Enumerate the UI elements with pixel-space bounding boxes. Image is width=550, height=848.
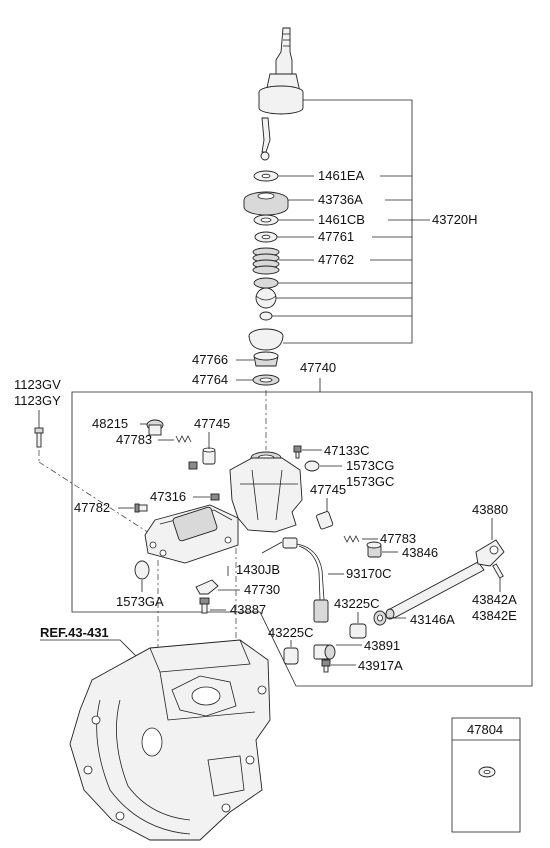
label-47133C: 47133C: [324, 443, 370, 458]
bushing-icon: [253, 351, 279, 367]
bushing-icon: [349, 623, 367, 639]
label-47783-left: 47783: [116, 432, 152, 447]
label-47316: 47316: [150, 489, 186, 504]
ball-socket-icon: [253, 277, 279, 321]
bushing-icon: [304, 460, 320, 472]
bolt-icon: [321, 659, 331, 673]
shift-lever-icon: [265, 27, 301, 93]
washer-icon: [252, 374, 280, 386]
label-1430JB: 1430JB: [236, 562, 280, 577]
label-1461EA: 1461EA: [318, 168, 365, 183]
label-47804: 47804: [467, 722, 503, 737]
bolt-icon: [34, 427, 44, 448]
spring-icon: [343, 535, 360, 543]
bolt-icon: [199, 597, 210, 614]
label-43887: 43887: [230, 602, 266, 617]
label-1123GY: 1123GY: [14, 393, 61, 408]
label-47740: 47740: [300, 360, 336, 375]
label-43842E: 43842E: [472, 608, 517, 623]
bushing-icon: [283, 647, 299, 665]
bolt-icon: [134, 503, 148, 513]
label-1123GV: 1123GV: [14, 377, 61, 392]
bolt-icon: [210, 493, 220, 501]
bushing-icon: [373, 610, 387, 626]
label-43917A: 43917A: [358, 658, 403, 673]
label-1573GC: 1573GC: [346, 474, 394, 489]
label-43146A: 43146A: [410, 612, 455, 627]
label-48215: 48215: [92, 416, 128, 431]
label-47730: 47730: [244, 582, 280, 597]
label-47764: 47764: [192, 372, 228, 387]
bolt-icon: [146, 419, 164, 436]
label-47761: 47761: [318, 229, 354, 244]
label-47783-right: 47783: [380, 531, 416, 546]
label-43225C-lower: 43225C: [268, 625, 314, 640]
label-43880: 43880: [472, 502, 508, 517]
bushing-icon: [202, 447, 216, 465]
label-43846: 43846: [402, 545, 438, 560]
washer-icon: [134, 560, 150, 580]
label-43736A: 43736A: [318, 192, 363, 207]
label-93170C: 93170C: [346, 566, 392, 581]
bolt-icon: [293, 445, 302, 459]
transmission-case-icon: [69, 639, 271, 841]
knob-icon: [258, 85, 304, 161]
label-ref-43-431: REF.43-431: [40, 625, 109, 640]
washer-icon: [478, 766, 496, 778]
label-47745-upper: 47745: [194, 416, 230, 431]
washer-icon: [253, 214, 279, 226]
lever-icon: [195, 579, 219, 595]
washer-icon: [253, 170, 279, 182]
bolt-icon: [188, 461, 198, 470]
bushing-icon: [316, 511, 334, 530]
housing-icon: [144, 451, 303, 564]
washer-icon: [254, 231, 278, 243]
label-47745-lower: 47745: [310, 482, 346, 497]
label-43842A: 43842A: [472, 592, 517, 607]
bushing-icon: [243, 191, 289, 216]
bushing-icon: [366, 541, 382, 558]
rod-icon: [385, 539, 505, 620]
spring-icon: [175, 435, 192, 443]
joint-icon: [313, 644, 336, 660]
label-47766: 47766: [192, 352, 228, 367]
label-43225C-upper: 43225C: [334, 596, 380, 611]
label-1573CG: 1573CG: [346, 458, 394, 473]
boot-icon: [248, 328, 284, 351]
label-1461CB: 1461CB: [318, 212, 365, 227]
label-43891: 43891: [364, 638, 400, 653]
label-43720H: 43720H: [432, 212, 478, 227]
label-47762: 47762: [318, 252, 354, 267]
spring-icon: [252, 247, 280, 275]
sensor-icon: [282, 537, 329, 623]
label-1573GA: 1573GA: [116, 594, 164, 609]
label-47782: 47782: [74, 500, 110, 515]
